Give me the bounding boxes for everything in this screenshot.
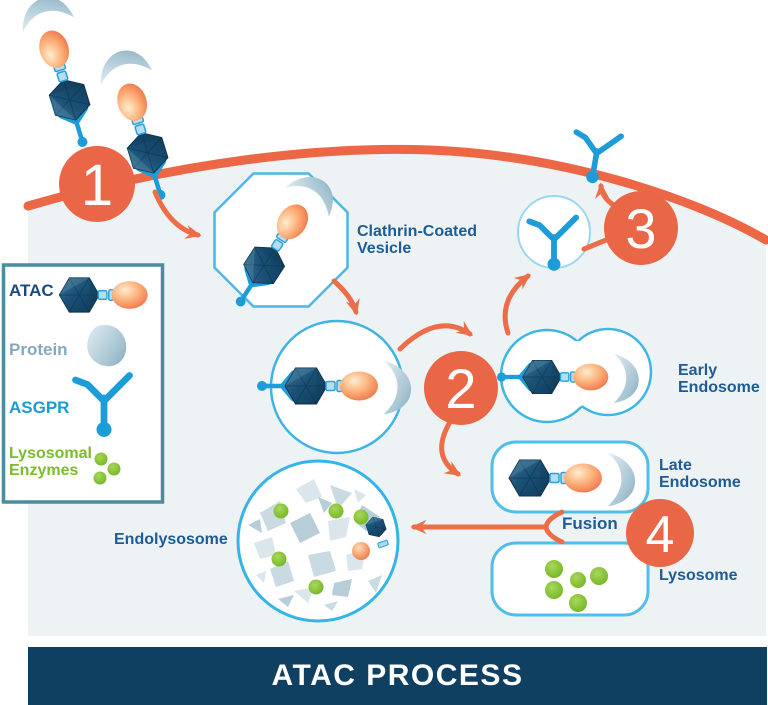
- legend: [1, 263, 165, 504]
- clathrin-coated-vesicle: [213, 166, 349, 321]
- degraded-protein-shards: [248, 479, 382, 611]
- lysosome: [490, 541, 650, 617]
- lysosomal-enzyme-dots: [545, 560, 608, 612]
- early-endosome: [497, 327, 653, 424]
- step-2-number: 2: [445, 357, 476, 420]
- enzyme-dots-icon: [93, 452, 121, 485]
- step-badge-1: 1: [59, 146, 135, 222]
- step-badge-4: 4: [626, 499, 694, 567]
- step-badge-3: 3: [604, 191, 678, 265]
- banner-title: ATAC PROCESS: [271, 659, 524, 692]
- arrow-entry-to-vesicle: [152, 189, 202, 239]
- atac-molecule-extracellular-1: [15, 0, 111, 154]
- degraded-atac-fragments: [352, 515, 389, 560]
- arrow-endosome-to-recycle: [502, 273, 531, 336]
- step-badge-2: 2: [424, 351, 498, 425]
- step-3-number: 3: [625, 197, 656, 260]
- enzyme-dots-endolysosome: [271, 503, 369, 595]
- endocytic-vesicle: [257, 319, 411, 455]
- recycling-vesicle: [517, 195, 591, 271]
- cell-membrane: [23, 144, 768, 245]
- arrow-vesicle-down: [331, 278, 360, 316]
- step-1-number: 1: [81, 153, 113, 218]
- late-endosome: [490, 440, 650, 514]
- title-banner: ATAC PROCESS: [28, 647, 767, 705]
- step-4-number: 4: [646, 506, 675, 564]
- arrow-step2-to-late: [439, 419, 462, 477]
- arrow-to-step2: [397, 320, 473, 352]
- endolysosome: [236, 459, 400, 623]
